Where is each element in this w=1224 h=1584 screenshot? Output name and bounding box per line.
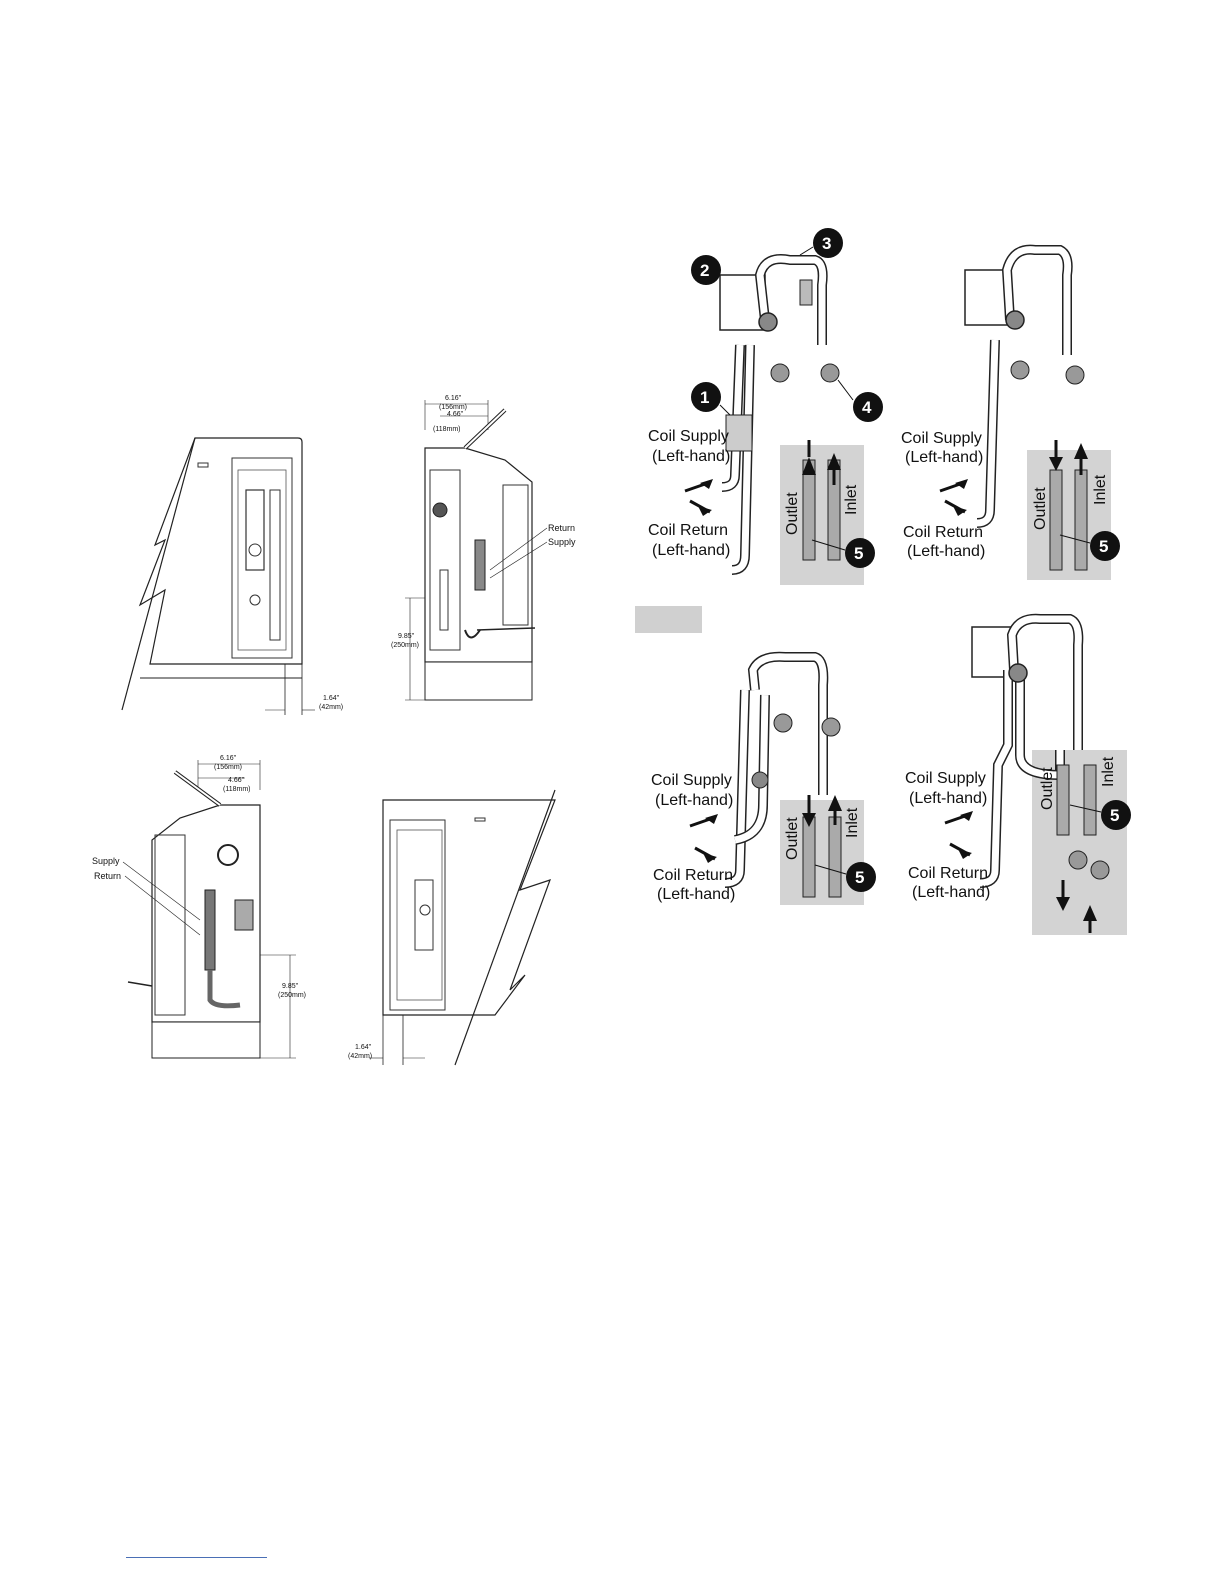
piping-drawing-1: Coil Supply (Left-hand) Coil Return (Lef…: [648, 228, 883, 585]
unit-side-view-top-right: 6.16" (156mm) 4.66" (118mm) Return Suppl…: [385, 390, 585, 710]
coil-supply-label-2: Coil Supply: [901, 430, 982, 447]
inlet-label-2: Inlet: [1092, 474, 1109, 505]
offset-dim-mm: (42mm): [319, 704, 343, 711]
callout-3: 3: [822, 234, 831, 253]
shaded-hose-area: [780, 800, 864, 905]
gray-tab: [635, 606, 702, 633]
width-inner-dim: 4.66": [447, 411, 464, 418]
callout-1: 1: [700, 388, 709, 407]
supply-label-top: Supply: [548, 537, 576, 547]
callout-5: 5: [854, 544, 863, 563]
width-inner-mm: (118mm): [433, 426, 460, 433]
callout-5-b: 5: [1099, 537, 1108, 556]
coil-supply-label-3: Coil Supply: [651, 772, 732, 789]
callout-2: 2: [700, 261, 709, 280]
return-label-bottom: Return: [94, 871, 121, 881]
coil-return-label-3: Coil Return: [653, 867, 733, 884]
unit-front-drawing: 1.64" (42mm): [121, 437, 343, 715]
outlet-label-4: Outlet: [1039, 767, 1056, 810]
coil-return-hand-4: (Left-hand): [912, 884, 990, 901]
offset-dim-mm-b: (42mm): [348, 1053, 372, 1060]
width-inner-mm-b: (118mm): [223, 786, 250, 793]
outlet-label-2: Outlet: [1032, 487, 1049, 530]
inlet-label-3: Inlet: [844, 807, 861, 838]
unit-side-drawing-mirrored: 6.16" (156mm) 4.66" (118mm) Supply Retur…: [92, 755, 306, 1059]
piping-drawing-4: Coil Supply (Left-hand) Coil Return (Lef…: [905, 613, 1131, 935]
unit-front-drawing-left: 1.64" (42mm): [348, 789, 556, 1066]
coil-return-hand-1: (Left-hand): [652, 542, 730, 559]
unit-front-view-top-left: 1.64" (42mm): [110, 430, 360, 720]
coil-return-hand-3: (Left-hand): [657, 886, 735, 903]
coil-supply-hand-2: (Left-hand): [905, 449, 983, 466]
outlet-label-1: Outlet: [784, 492, 801, 535]
shaded-hose-area: [1032, 750, 1127, 935]
coil-supply-hand-3: (Left-hand): [655, 792, 733, 809]
coil-return-label-4: Coil Return: [908, 865, 988, 882]
outlet-label-3: Outlet: [784, 817, 801, 860]
coil-supply-label-1: Coil Supply: [648, 428, 729, 445]
supply-label-bottom: Supply: [92, 856, 120, 866]
coil-supply-hand-1: (Left-hand): [652, 448, 730, 465]
piping-diagram-4: Coil Supply (Left-hand) Coil Return (Lef…: [900, 613, 1140, 940]
coil-return-hand-2: (Left-hand): [907, 543, 985, 560]
offset-dim-b: 1.64": [355, 1044, 372, 1051]
height-dim-bottom: 9.85": [282, 983, 299, 990]
piping-diagram-3: Coil Supply (Left-hand) Coil Return (Lef…: [645, 645, 890, 910]
unit-front-view-bottom-right: 1.64" (42mm): [345, 789, 575, 1070]
width-top-dim: 6.16": [445, 395, 462, 402]
footer-link-underline: [126, 1557, 267, 1558]
coil-return-label-1: Coil Return: [648, 522, 728, 539]
piping-drawing-2: Coil Supply (Left-hand) Coil Return (Lef…: [901, 244, 1120, 580]
coil-supply-hand-4: (Left-hand): [909, 790, 987, 807]
height-dim-top: 9.85": [398, 633, 415, 640]
unit-side-view-bottom-left: 6.16" (156mm) 4.66" (118mm) Supply Retur…: [90, 750, 350, 1070]
inlet-label-4: Inlet: [1100, 756, 1117, 787]
callout-4: 4: [862, 398, 872, 417]
height-mm-bottom: (250mm): [278, 992, 306, 999]
width-top-dim-b: 6.16": [220, 755, 237, 762]
coil-supply-label-4: Coil Supply: [905, 770, 986, 787]
piping-drawing-3: Coil Supply (Left-hand) Coil Return (Lef…: [651, 651, 876, 905]
height-mm-top: (250mm): [391, 642, 419, 649]
offset-dim: 1.64": [323, 695, 340, 702]
unit-side-drawing: 6.16" (156mm) 4.66" (118mm) Return Suppl…: [391, 395, 576, 701]
return-label-top: Return: [548, 523, 575, 533]
width-inner-dim-b: 4.66": [228, 777, 245, 784]
callout-5-c: 5: [855, 868, 864, 887]
width-top-mm-b: (156mm): [214, 764, 242, 771]
inlet-label-1: Inlet: [843, 484, 860, 515]
piping-diagram-2: Coil Supply (Left-hand) Coil Return (Lef…: [895, 235, 1135, 585]
width-top-mm: (156mm): [439, 404, 467, 411]
callout-5-d: 5: [1110, 806, 1119, 825]
coil-return-label-2: Coil Return: [903, 524, 983, 541]
piping-diagram-1: Coil Supply (Left-hand) Coil Return (Lef…: [640, 225, 895, 590]
